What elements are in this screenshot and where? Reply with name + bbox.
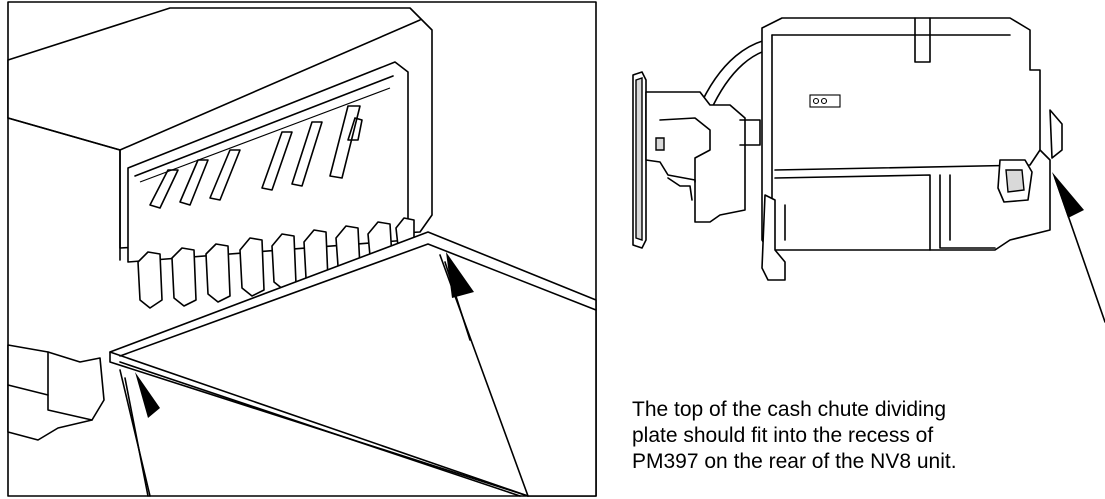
unit-badge bbox=[809, 94, 841, 108]
arrow-icon bbox=[119, 369, 160, 497]
caption-line-3: PM397 on the rear of the NV8 unit. bbox=[632, 450, 957, 473]
caption-line-1: The top of the cash chute dividing bbox=[632, 398, 947, 421]
caption-text: The top of the cash chute dividing plate… bbox=[632, 397, 1092, 475]
right-illustration bbox=[600, 0, 1105, 360]
nv8-body bbox=[761, 17, 1051, 251]
upper-slots bbox=[149, 105, 363, 209]
rear-clip bbox=[1049, 109, 1063, 159]
arrow-icon bbox=[1052, 172, 1105, 323]
recess-opening bbox=[127, 61, 409, 263]
cash-chute-rear-view bbox=[7, 1, 597, 497]
side-bracket bbox=[7, 344, 105, 441]
nv8-side-view bbox=[632, 17, 1105, 323]
body-foot bbox=[761, 194, 786, 281]
left-illustration bbox=[7, 1, 597, 497]
dividing-plate bbox=[109, 231, 597, 497]
left-frame bbox=[7, 1, 597, 497]
caption-line-2: plate should fit into the recess of bbox=[632, 424, 934, 447]
